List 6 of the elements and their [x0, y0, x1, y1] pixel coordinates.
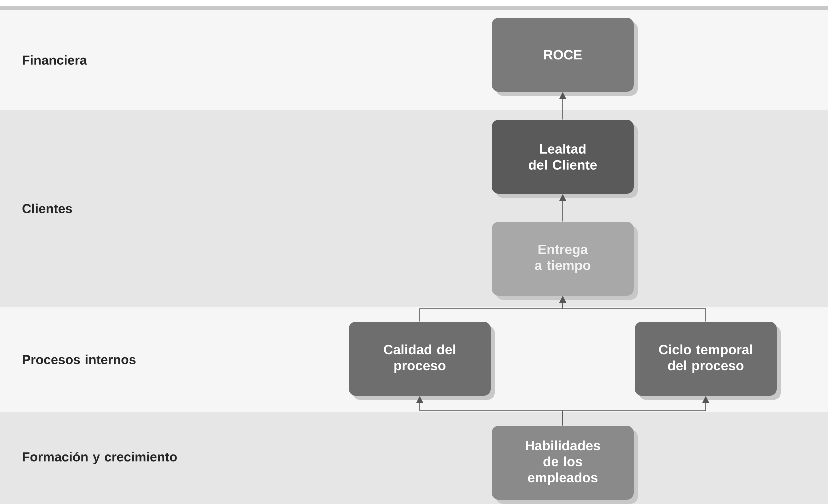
process-box: Lealtad del Cliente — [492, 120, 638, 198]
process-box: Entrega a tiempo — [492, 222, 638, 300]
process-box: Calidad del proceso — [349, 322, 495, 400]
process-box: Habilidades de los empleados — [492, 426, 638, 504]
process-box: ROCE — [492, 18, 638, 96]
process-box: Ciclo temporal del proceso — [635, 322, 781, 400]
